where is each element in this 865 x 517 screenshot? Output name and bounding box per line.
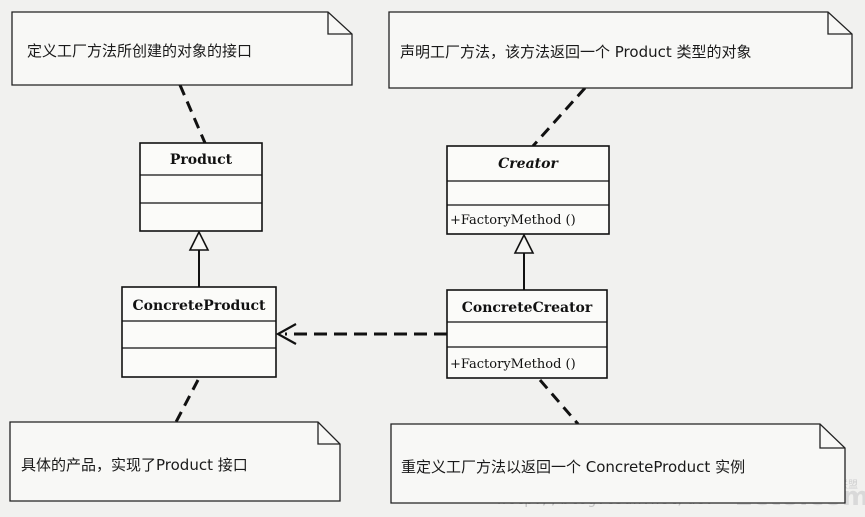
note-concrete-product-text: 具体的产品，实现了Product 接口	[21, 456, 248, 474]
note-concrete-creator: 重定义工厂方法以返回一个 ConcreteProduct 实例	[390, 423, 846, 504]
class-product: Product	[139, 142, 263, 232]
dependency-arrow	[275, 323, 447, 345]
note-link-creator	[531, 86, 587, 148]
class-concrete-creator-name: ConcreteCreator	[462, 300, 593, 316]
note-creator: 声明工厂方法，该方法返回一个 Product 类型的对象	[388, 11, 853, 89]
class-creator-method: +FactoryMethod ()	[450, 213, 576, 228]
class-concrete-creator-method: +FactoryMethod ()	[450, 357, 576, 372]
class-concrete-product-name: ConcreteProduct	[132, 298, 266, 314]
class-creator-name: Creator	[498, 156, 559, 172]
class-concrete-product: ConcreteProduct	[121, 286, 277, 378]
note-creator-text: 声明工厂方法，该方法返回一个 Product 类型的对象	[400, 43, 752, 61]
note-product: 定义工厂方法所创建的对象的接口	[11, 11, 353, 86]
inheritance-arrow-creator	[513, 233, 535, 290]
note-concrete-creator-text: 重定义工厂方法以返回一个 ConcreteProduct 实例	[401, 458, 745, 476]
note-link-product	[178, 84, 207, 144]
class-concrete-creator: ConcreteCreator +FactoryMethod ()	[446, 289, 608, 379]
note-product-text: 定义工厂方法所创建的对象的接口	[27, 42, 252, 60]
note-concrete-product: 具体的产品，实现了Product 接口	[9, 421, 341, 502]
class-creator: Creator +FactoryMethod ()	[446, 145, 610, 235]
class-product-name: Product	[170, 152, 233, 168]
note-link-concrete-product	[174, 379, 200, 423]
note-link-concrete-creator	[538, 379, 580, 425]
inheritance-arrow-product	[188, 230, 210, 287]
